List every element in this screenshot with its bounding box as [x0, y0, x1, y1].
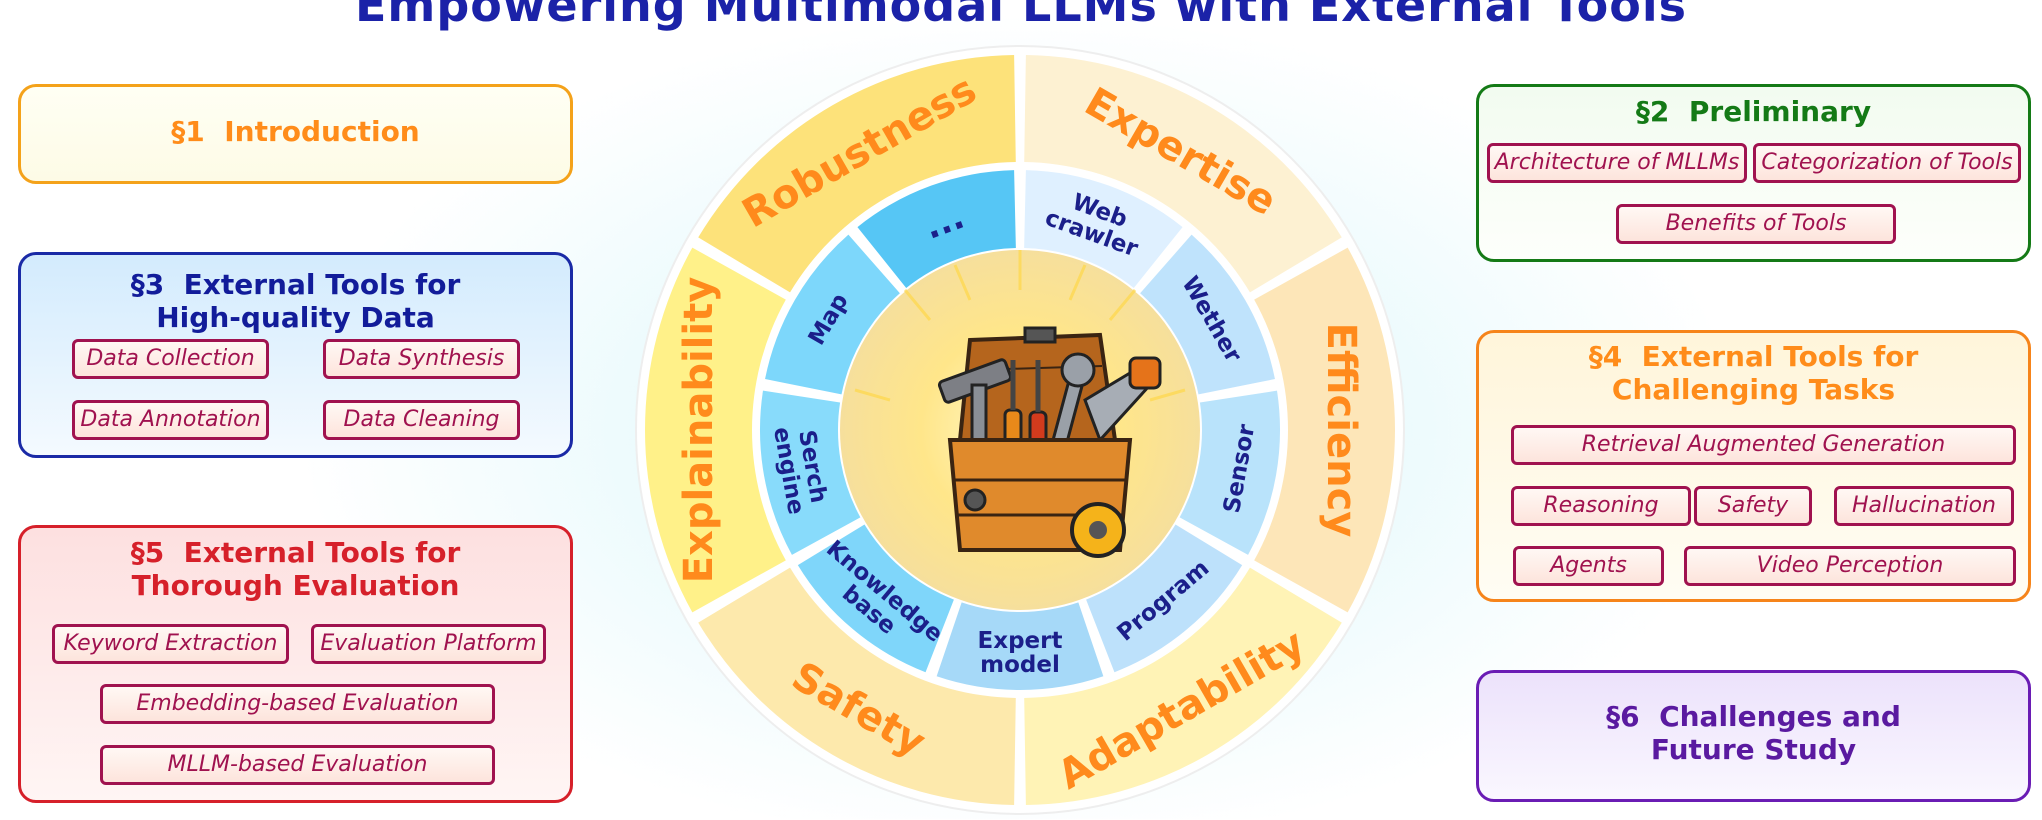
topic-chip: Safety	[1694, 486, 1812, 526]
inner-ring-segment	[936, 602, 1104, 690]
section-thorough-evaluation-title: §5 External Tools for Thorough Evaluatio…	[21, 536, 570, 602]
topic-chip: Evaluation Platform	[311, 624, 546, 664]
section-number: §4	[1588, 340, 1623, 373]
section-number: §1	[171, 115, 205, 148]
outer-ring-segment	[645, 247, 786, 613]
topic-chip: MLLM-based Evaluation	[100, 745, 495, 785]
topic-chip: Embedding-based Evaluation	[100, 684, 495, 724]
section-introduction-title: §1 Introduction	[21, 115, 570, 148]
topic-chip: Retrieval Augmented Generation	[1511, 425, 2016, 465]
inner-ring-segment	[1086, 524, 1243, 673]
inner-ring-segment	[857, 170, 1016, 288]
section-name-line2: High-quality Data	[156, 301, 435, 334]
outer-ring-label: Explainability	[676, 277, 722, 584]
outer-ring-label: Efficiency	[1318, 323, 1364, 538]
topic-chip: Reasoning	[1511, 486, 1691, 526]
tool-wheel-diagram: ExpertiseEfficiencyAdaptabilitySafetyExp…	[635, 45, 1405, 815]
page-title: Empowering Multimodal LLMs with External…	[354, 0, 1688, 32]
section-high-quality-data-box: §3 External Tools for High-quality Data …	[18, 252, 573, 458]
inner-ring-segment	[765, 234, 900, 395]
section-introduction-box: §1 Introduction	[18, 84, 573, 184]
outer-ring-segment	[698, 567, 1016, 805]
topic-chip: Benefits of Tools	[1616, 204, 1896, 244]
section-challenges-future-title: §6 Challenges and Future Study	[1479, 700, 2028, 766]
section-name: Introduction	[224, 115, 420, 148]
section-name: External Tools for	[183, 536, 461, 569]
inner-ring-segment	[1179, 390, 1280, 555]
topic-chip: Categorization of Tools	[1753, 143, 2021, 183]
outer-ring-segment	[698, 55, 1016, 293]
outer-ring-segment	[1024, 55, 1342, 293]
section-number: §2	[1635, 95, 1670, 128]
section-name: Challenges and	[1659, 700, 1901, 733]
topic-chip: Video Perception	[1684, 546, 2016, 586]
section-number: §3	[130, 268, 165, 301]
topic-chip: Data Collection	[72, 339, 269, 379]
section-name: External Tools for	[183, 268, 461, 301]
section-preliminary-box: §2 Preliminary Architecture of MLLMs Cat…	[1476, 84, 2031, 262]
outer-ring-segment	[1254, 247, 1395, 613]
topic-chip: Data Cleaning	[323, 400, 520, 440]
inner-ring-segment	[797, 524, 954, 673]
section-name-line2: Challenging Tasks	[1611, 373, 1896, 406]
topic-chip: Data Annotation	[72, 400, 269, 440]
section-name: External Tools for	[1641, 340, 1919, 373]
inner-ring-segment	[1140, 234, 1275, 395]
section-number: §6	[1606, 700, 1640, 733]
section-challenging-tasks-box: §4 External Tools for Challenging Tasks …	[1476, 330, 2031, 602]
topic-chip: Hallucination	[1834, 486, 2014, 526]
section-preliminary-title: §2 Preliminary	[1479, 95, 2028, 128]
section-challenges-future-box: §6 Challenges and Future Study	[1476, 670, 2031, 802]
section-name-line2: Future Study	[1650, 733, 1857, 766]
section-name: Preliminary	[1688, 95, 1872, 128]
section-number: §5	[130, 536, 165, 569]
inner-ring-segment	[760, 390, 861, 555]
topic-chip: Architecture of MLLMs	[1487, 143, 1747, 183]
outer-ring-segment	[1024, 567, 1342, 805]
section-thorough-evaluation-box: §5 External Tools for Thorough Evaluatio…	[18, 525, 573, 803]
section-high-quality-data-title: §3 External Tools for High-quality Data	[21, 268, 570, 334]
inner-ring-segment	[1024, 170, 1183, 288]
topic-chip: Data Synthesis	[323, 339, 520, 379]
section-name-line2: Thorough Evaluation	[131, 569, 460, 602]
section-challenging-tasks-title: §4 External Tools for Challenging Tasks	[1479, 340, 2028, 406]
topic-chip: Agents	[1513, 546, 1664, 586]
toolbox-icon	[854, 250, 1186, 558]
topic-chip: Keyword Extraction	[52, 624, 289, 664]
